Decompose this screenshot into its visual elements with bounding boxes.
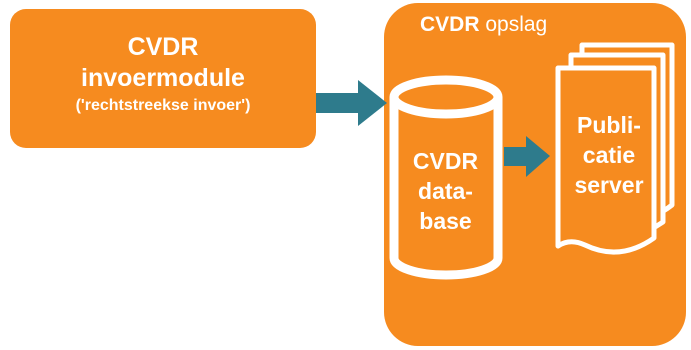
database-label-line: CVDR xyxy=(412,148,479,174)
input-module-title: CVDR xyxy=(127,33,199,61)
cylinder-icon xyxy=(389,75,503,280)
database-label-line: base xyxy=(419,208,472,234)
input-module-note: ('rechtstreekse invoer') xyxy=(75,97,251,114)
storage-title-bold: CVDR xyxy=(420,13,480,36)
database-label: CVDR data- base xyxy=(393,146,498,236)
storage-title-rest: opslag xyxy=(479,13,548,36)
publication-server-label: Publi- catie server xyxy=(562,110,656,200)
arrow-right-icon xyxy=(316,80,387,126)
storage-title: CVDR opslag xyxy=(420,12,630,38)
database-label-line: data- xyxy=(418,178,473,204)
input-module-label: CVDR invoermodule ('rechtstreekse invoer… xyxy=(10,32,316,118)
stacked-documents-icon xyxy=(555,42,675,255)
publication-server-label-line: server xyxy=(574,172,644,198)
input-module-subtitle: invoermodule xyxy=(81,64,245,92)
input-module-box xyxy=(10,9,316,148)
publication-server-label-line: Publi- xyxy=(577,112,641,138)
publication-server-label-line: catie xyxy=(582,142,636,168)
arrow-right-icon xyxy=(504,136,550,177)
